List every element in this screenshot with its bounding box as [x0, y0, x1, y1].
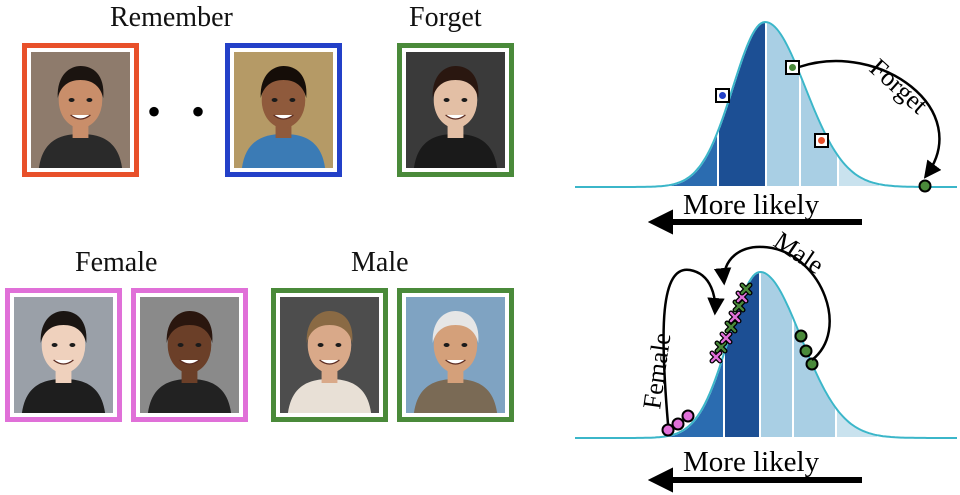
top-axis-label: More likely: [683, 189, 820, 221]
cross-marker-7: [735, 290, 749, 304]
male-photo-2: [397, 288, 514, 422]
female-marker-1: [661, 423, 675, 437]
male-photo-1: [271, 288, 388, 422]
cross-marker-3: [719, 331, 733, 345]
forget-arrow-label: Forget: [864, 53, 934, 120]
top-distribution: Forget More likely: [575, 20, 957, 235]
remember-label: Remember: [110, 2, 233, 33]
remember-photo-1: [22, 43, 139, 177]
cross-marker-1: [709, 350, 723, 364]
female-photo-2: [131, 288, 248, 422]
distribution-band-3: [759, 271, 794, 439]
bottom-distribution-curve: [575, 270, 957, 439]
cross-marker-6: [732, 299, 746, 313]
forget-marker-dot: [789, 64, 796, 71]
male-label: Male: [351, 247, 409, 278]
distribution-band-3: [765, 20, 801, 188]
male-marker-1: [794, 329, 808, 343]
female-photo-1: [5, 288, 122, 422]
distribution-band-2: [717, 20, 767, 188]
distribution-band-4: [799, 74, 839, 188]
male-arrow: [713, 245, 831, 361]
male-marker-2: [799, 344, 813, 358]
female-marker-3: [681, 409, 695, 423]
female-arrow: [662, 268, 725, 425]
bottom-axis-label: More likely: [683, 446, 820, 478]
extra-marker-dot: [818, 137, 825, 144]
female-arrow-label: Female: [637, 331, 676, 411]
male-marker-3: [805, 357, 819, 371]
forget-arrow: [798, 59, 942, 179]
top-distribution-bands: [651, 20, 881, 188]
distribution-band-1: [651, 130, 719, 188]
top-distribution-curve: [575, 20, 957, 188]
cross-marker-4: [724, 320, 738, 334]
mixed-cross-markers: [709, 282, 753, 364]
bottom-distribution: Female Male More likely: [575, 226, 957, 493]
remember-photo-2: [225, 43, 342, 177]
cross-marker-8: [739, 282, 753, 296]
forgotten-marker: [918, 179, 932, 193]
forget-label: Forget: [409, 2, 482, 33]
cross-marker-5: [728, 310, 742, 324]
forget-photo-1: [397, 43, 514, 177]
remember-marker-dot: [719, 92, 726, 99]
female-label: Female: [75, 247, 158, 278]
female-marker-2: [671, 417, 685, 431]
male-arrow-label: Male: [769, 226, 830, 280]
cross-marker-2: [714, 340, 728, 354]
